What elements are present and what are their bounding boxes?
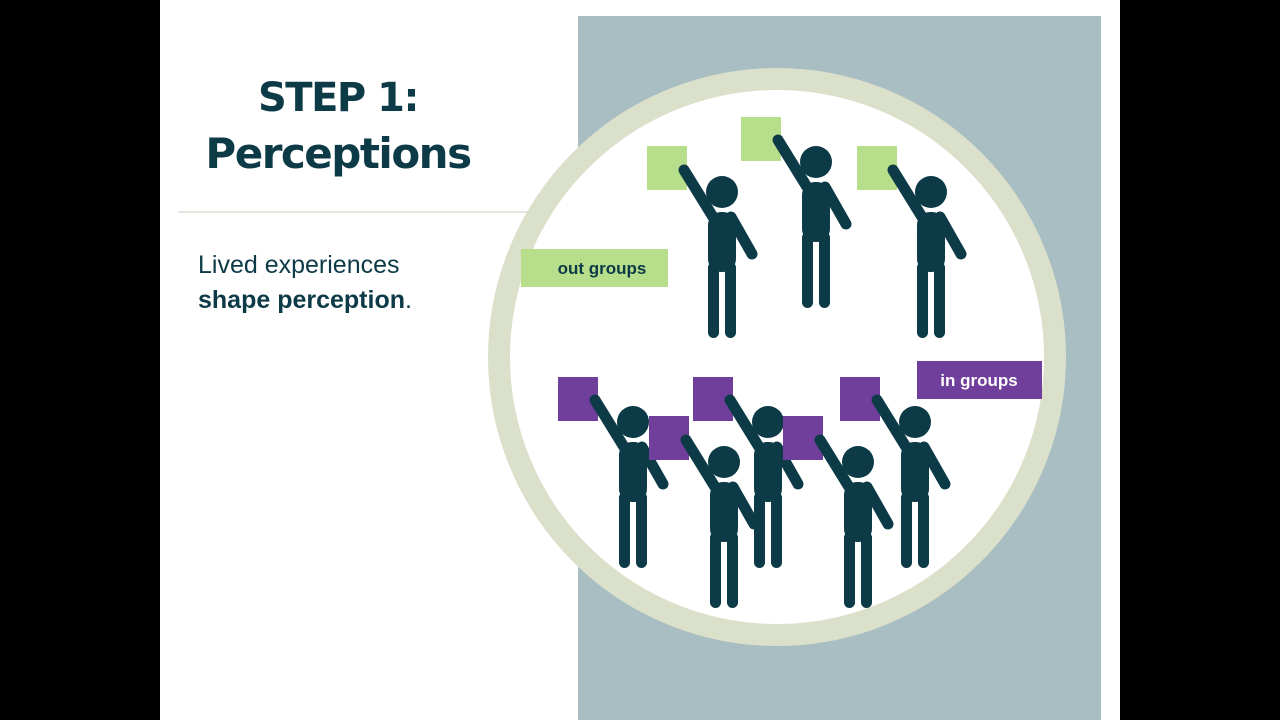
body-text: Lived experiences shape perception. [198,248,498,318]
body-bold-text: shape perception [198,286,405,314]
title-line-1: STEP 1: [258,75,420,121]
groups-illustration: out groups in groups [488,68,1066,646]
title-line-2: Perceptions [205,129,472,178]
in-group [558,377,945,608]
in-groups-tag: in groups [917,361,1042,399]
in-groups-label: in groups [940,371,1017,390]
title-divider [178,211,538,213]
body-punctuation: . [405,286,412,314]
out-groups-label: out groups [558,259,647,278]
out-groups-tag: out groups [521,249,668,287]
out-group [647,117,961,338]
slide: STEP 1: Perceptions Lived experiences sh… [160,0,1120,720]
slide-title: STEP 1: Perceptions [188,70,488,182]
body-line-emphasis: shape perception. [198,283,498,318]
body-line-regular: Lived experiences [198,251,400,279]
